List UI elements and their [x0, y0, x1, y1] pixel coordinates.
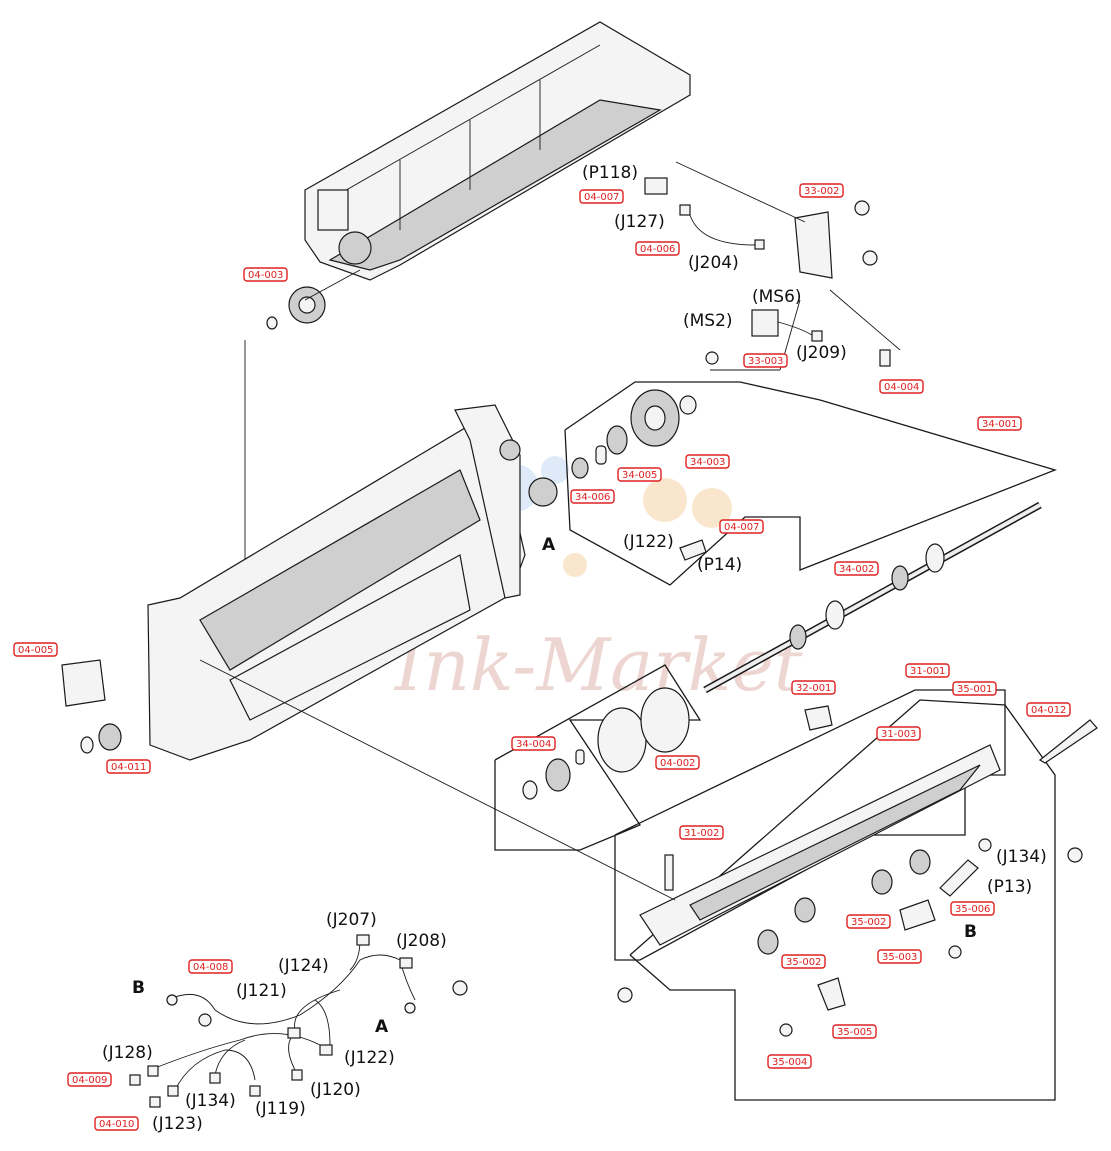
tag-31-001: 31-001 — [910, 666, 945, 677]
tag-35-005: 35-005 — [837, 1027, 872, 1038]
label-ms6: (MS6) — [752, 287, 802, 307]
main-frame — [147, 404, 558, 761]
tag-04-005: 04-005 — [18, 645, 53, 656]
letter-a-upper: A — [542, 535, 556, 555]
tag-04-008: 04-008 — [193, 962, 228, 973]
reference-letters: A A B B — [132, 535, 977, 1037]
tag-34-001: 34-001 — [982, 419, 1017, 430]
tag-35-006: 35-006 — [955, 904, 990, 915]
watermark: Ink-Market — [393, 456, 804, 707]
tag-04-011: 04-011 — [111, 762, 146, 773]
group-34-001 — [564, 381, 1057, 586]
tag-04-012: 04-012 — [1031, 705, 1066, 716]
tag-34-002: 34-002 — [839, 564, 874, 575]
part-tags: 04-007 04-006 33-002 04-003 33-003 04-00… — [13, 183, 1071, 1131]
label-j122-upper: (J122) — [623, 532, 674, 552]
label-j208: (J208) — [396, 931, 447, 951]
upper-frame — [304, 21, 691, 281]
wiring-harness — [129, 934, 468, 1108]
tag-04-010: 04-010 — [99, 1119, 134, 1130]
sensor-assembly — [644, 161, 901, 371]
left-parts — [61, 659, 122, 754]
label-j128: (J128) — [102, 1043, 153, 1063]
group-34-004 — [494, 664, 702, 851]
tag-34-005: 34-005 — [622, 470, 657, 481]
tag-04-002: 04-002 — [660, 758, 695, 769]
shaft-34-002 — [703, 501, 1042, 694]
tag-04-003: 04-003 — [248, 270, 283, 281]
label-j134-right: (J134) — [996, 847, 1047, 867]
label-p13: (P13) — [987, 877, 1032, 897]
label-ms2: (MS2) — [683, 311, 733, 331]
letter-b-left: B — [132, 978, 145, 998]
label-p14: (P14) — [697, 555, 742, 575]
tag-33-002: 33-002 — [804, 186, 839, 197]
tag-35-001: 35-001 — [957, 684, 992, 695]
tag-32-001: 32-001 — [796, 683, 831, 694]
letter-a-lower: A — [375, 1017, 389, 1037]
watermark-text: Ink-Market — [393, 623, 804, 707]
label-j123: (J123) — [152, 1114, 203, 1134]
tag-04-009: 04-009 — [72, 1075, 107, 1086]
tag-33-003: 33-003 — [748, 356, 783, 367]
label-j207: (J207) — [326, 910, 377, 930]
rollers-35-002 — [617, 719, 1098, 1037]
tag-35-004: 35-004 — [772, 1057, 807, 1068]
tag-04-007-b: 04-007 — [724, 522, 759, 533]
label-j204: (J204) — [688, 253, 739, 273]
label-j120: (J120) — [310, 1080, 361, 1100]
tag-34-006: 34-006 — [575, 492, 610, 503]
tag-34-003: 34-003 — [690, 457, 725, 468]
tag-34-004: 34-004 — [516, 739, 551, 750]
label-j121: (J121) — [236, 981, 287, 1001]
label-j127: (J127) — [614, 212, 665, 232]
label-p118: (P118) — [582, 163, 638, 183]
tag-04-006: 04-006 — [640, 244, 675, 255]
group-31-001 — [199, 659, 1056, 1101]
label-j124: (J124) — [278, 956, 329, 976]
label-j134-lower: (J134) — [185, 1091, 236, 1111]
tag-35-002-a: 35-002 — [851, 917, 886, 928]
connector-labels: (P118) (J127) (J204) (MS6) (MS2) (J209) … — [102, 163, 1047, 1134]
tag-31-002: 31-002 — [684, 828, 719, 839]
tag-35-003: 35-003 — [882, 952, 917, 963]
tag-31-003: 31-003 — [881, 729, 916, 740]
tag-04-007-a: 04-007 — [584, 192, 619, 203]
label-j209: (J209) — [796, 343, 847, 363]
label-j119: (J119) — [255, 1099, 306, 1119]
tag-35-002-b: 35-002 — [786, 957, 821, 968]
label-j122-lower: (J122) — [344, 1048, 395, 1068]
letter-b-right: B — [964, 922, 977, 942]
tag-04-004: 04-004 — [884, 382, 919, 393]
